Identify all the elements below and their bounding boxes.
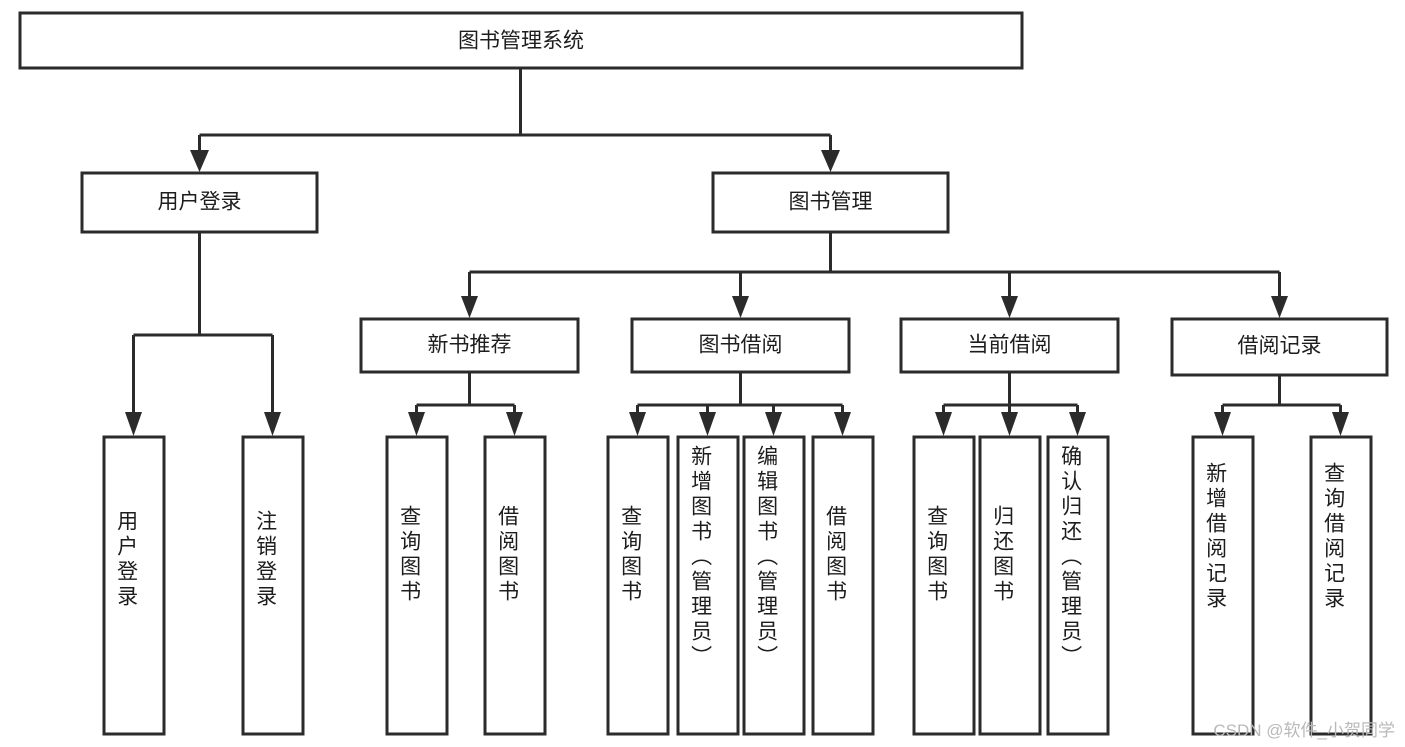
- arrowhead-borrow-leaf-3: [765, 412, 782, 436]
- arrowhead-bookmgmt-to-current: [1001, 296, 1018, 318]
- node-label-book-borrow: 图书借阅: [699, 334, 783, 357]
- node-label-leaf-borrow-book-1: 借阅图书: [496, 505, 520, 605]
- node-label-leaf-return-book: 归还图书: [991, 505, 1015, 605]
- connector-layer: [125, 68, 1349, 436]
- node-label-leaf-query-book-1: 查询图书: [398, 505, 422, 605]
- node-box-leaf-query-book-2[interactable]: [606, 435, 670, 736]
- node-box-leaf-add-book-admin[interactable]: [676, 435, 740, 736]
- node-label-current-borrow: 当前借阅: [968, 334, 1052, 357]
- arrowhead-borrow-leaf-1: [629, 412, 646, 436]
- arrowhead-userlogin-leaf-1: [125, 412, 142, 436]
- node-leaf-query-book-3[interactable]: 查询图书: [912, 435, 976, 736]
- node-leaf-borrow-book-1[interactable]: 借阅图书: [483, 435, 547, 736]
- node-label-leaf-borrow-book-2: 借阅图书: [824, 505, 848, 605]
- node-label-root-system: 图书管理系统: [458, 30, 584, 53]
- node-label-new-book-recommend: 新书推荐: [428, 334, 512, 357]
- arrowhead-current-leaf-2: [1001, 412, 1018, 436]
- arrowhead-bookmgmt-to-borrow: [732, 296, 749, 318]
- node-leaf-query-borrow-record[interactable]: 查询借阅记录: [1309, 435, 1373, 736]
- node-label-leaf-query-book-3: 查询图书: [925, 505, 949, 605]
- arrowhead-records-leaf-2: [1332, 412, 1349, 436]
- node-leaf-add-borrow-record[interactable]: 新增借阅记录: [1191, 435, 1255, 736]
- node-box-book-management[interactable]: [711, 171, 950, 234]
- arrowhead-newbook-leaf-2: [506, 412, 523, 436]
- node-box-current-borrow[interactable]: [899, 317, 1120, 374]
- node-box-leaf-logout[interactable]: [241, 435, 305, 736]
- node-leaf-confirm-return-admin[interactable]: 确认归还（管理员）: [1046, 435, 1110, 736]
- node-label-book-management: 图书管理: [789, 191, 873, 214]
- node-label-leaf-query-borrow-record: 查询借阅记录: [1322, 462, 1346, 612]
- node-label-leaf-add-borrow-record: 新增借阅记录: [1204, 462, 1228, 612]
- node-leaf-user-login[interactable]: 用户登录: [102, 435, 166, 736]
- arrowhead-borrow-leaf-2: [699, 412, 716, 436]
- arrowhead-borrow-leaf-4: [834, 412, 851, 436]
- node-box-user-login[interactable]: [80, 171, 319, 234]
- arrowhead-current-leaf-1: [935, 412, 952, 436]
- node-new-book-recommend[interactable]: 新书推荐: [359, 317, 580, 374]
- node-leaf-logout[interactable]: 注销登录: [241, 435, 305, 736]
- node-box-leaf-add-borrow-record[interactable]: [1191, 435, 1255, 736]
- node-leaf-return-book[interactable]: 归还图书: [978, 435, 1042, 736]
- arrowhead-root-to-book-mgmt: [821, 150, 840, 172]
- node-book-management[interactable]: 图书管理: [711, 171, 950, 234]
- node-box-leaf-borrow-book-1[interactable]: [483, 435, 547, 736]
- node-book-borrow[interactable]: 图书借阅: [630, 317, 851, 374]
- arrowhead-bookmgmt-to-records: [1271, 296, 1288, 318]
- node-leaf-edit-book-admin[interactable]: 编辑图书（管理员）: [742, 435, 806, 736]
- node-label-leaf-confirm-return-admin: 确认归还（管理员）: [1059, 445, 1083, 670]
- node-label-leaf-user-login: 用户登录: [115, 510, 139, 610]
- node-box-root-system[interactable]: [18, 11, 1024, 70]
- node-user-login[interactable]: 用户登录: [80, 171, 319, 234]
- node-box-new-book-recommend[interactable]: [359, 317, 580, 374]
- node-leaf-borrow-book-2[interactable]: 借阅图书: [811, 435, 875, 736]
- node-leaf-query-book-1[interactable]: 查询图书: [385, 435, 449, 736]
- arrowhead-newbook-leaf-1: [408, 412, 425, 436]
- arrowhead-current-leaf-3: [1069, 412, 1086, 436]
- node-root-system[interactable]: 图书管理系统: [18, 11, 1024, 70]
- node-current-borrow[interactable]: 当前借阅: [899, 317, 1120, 374]
- arrowhead-root-to-user-login: [190, 150, 209, 172]
- node-label-borrow-records: 借阅记录: [1238, 335, 1322, 358]
- node-label-leaf-add-book-admin: 新增图书（管理员）: [689, 445, 713, 670]
- node-box-leaf-query-book-3[interactable]: [912, 435, 976, 736]
- arrowhead-records-leaf-1: [1214, 412, 1231, 436]
- node-box-leaf-confirm-return-admin[interactable]: [1046, 435, 1110, 736]
- node-box-leaf-query-book-1[interactable]: [385, 435, 449, 736]
- node-leaf-query-book-2[interactable]: 查询图书: [606, 435, 670, 736]
- arrowhead-userlogin-leaf-2: [264, 412, 281, 436]
- node-box-leaf-query-borrow-record[interactable]: [1309, 435, 1373, 736]
- node-box-leaf-edit-book-admin[interactable]: [742, 435, 806, 736]
- node-box-leaf-borrow-book-2[interactable]: [811, 435, 875, 736]
- node-label-user-login: 用户登录: [158, 191, 242, 214]
- node-leaf-add-book-admin[interactable]: 新增图书（管理员）: [676, 435, 740, 736]
- node-borrow-records[interactable]: 借阅记录: [1170, 317, 1389, 377]
- node-label-leaf-query-book-2: 查询图书: [619, 505, 643, 605]
- node-label-leaf-logout: 注销登录: [254, 510, 278, 610]
- node-box-leaf-return-book[interactable]: [978, 435, 1042, 736]
- arrowhead-bookmgmt-to-newbook: [461, 296, 478, 318]
- node-box-borrow-records[interactable]: [1170, 317, 1389, 377]
- node-box-leaf-user-login[interactable]: [102, 435, 166, 736]
- node-box-book-borrow[interactable]: [630, 317, 851, 374]
- node-label-leaf-edit-book-admin: 编辑图书（管理员）: [755, 445, 779, 670]
